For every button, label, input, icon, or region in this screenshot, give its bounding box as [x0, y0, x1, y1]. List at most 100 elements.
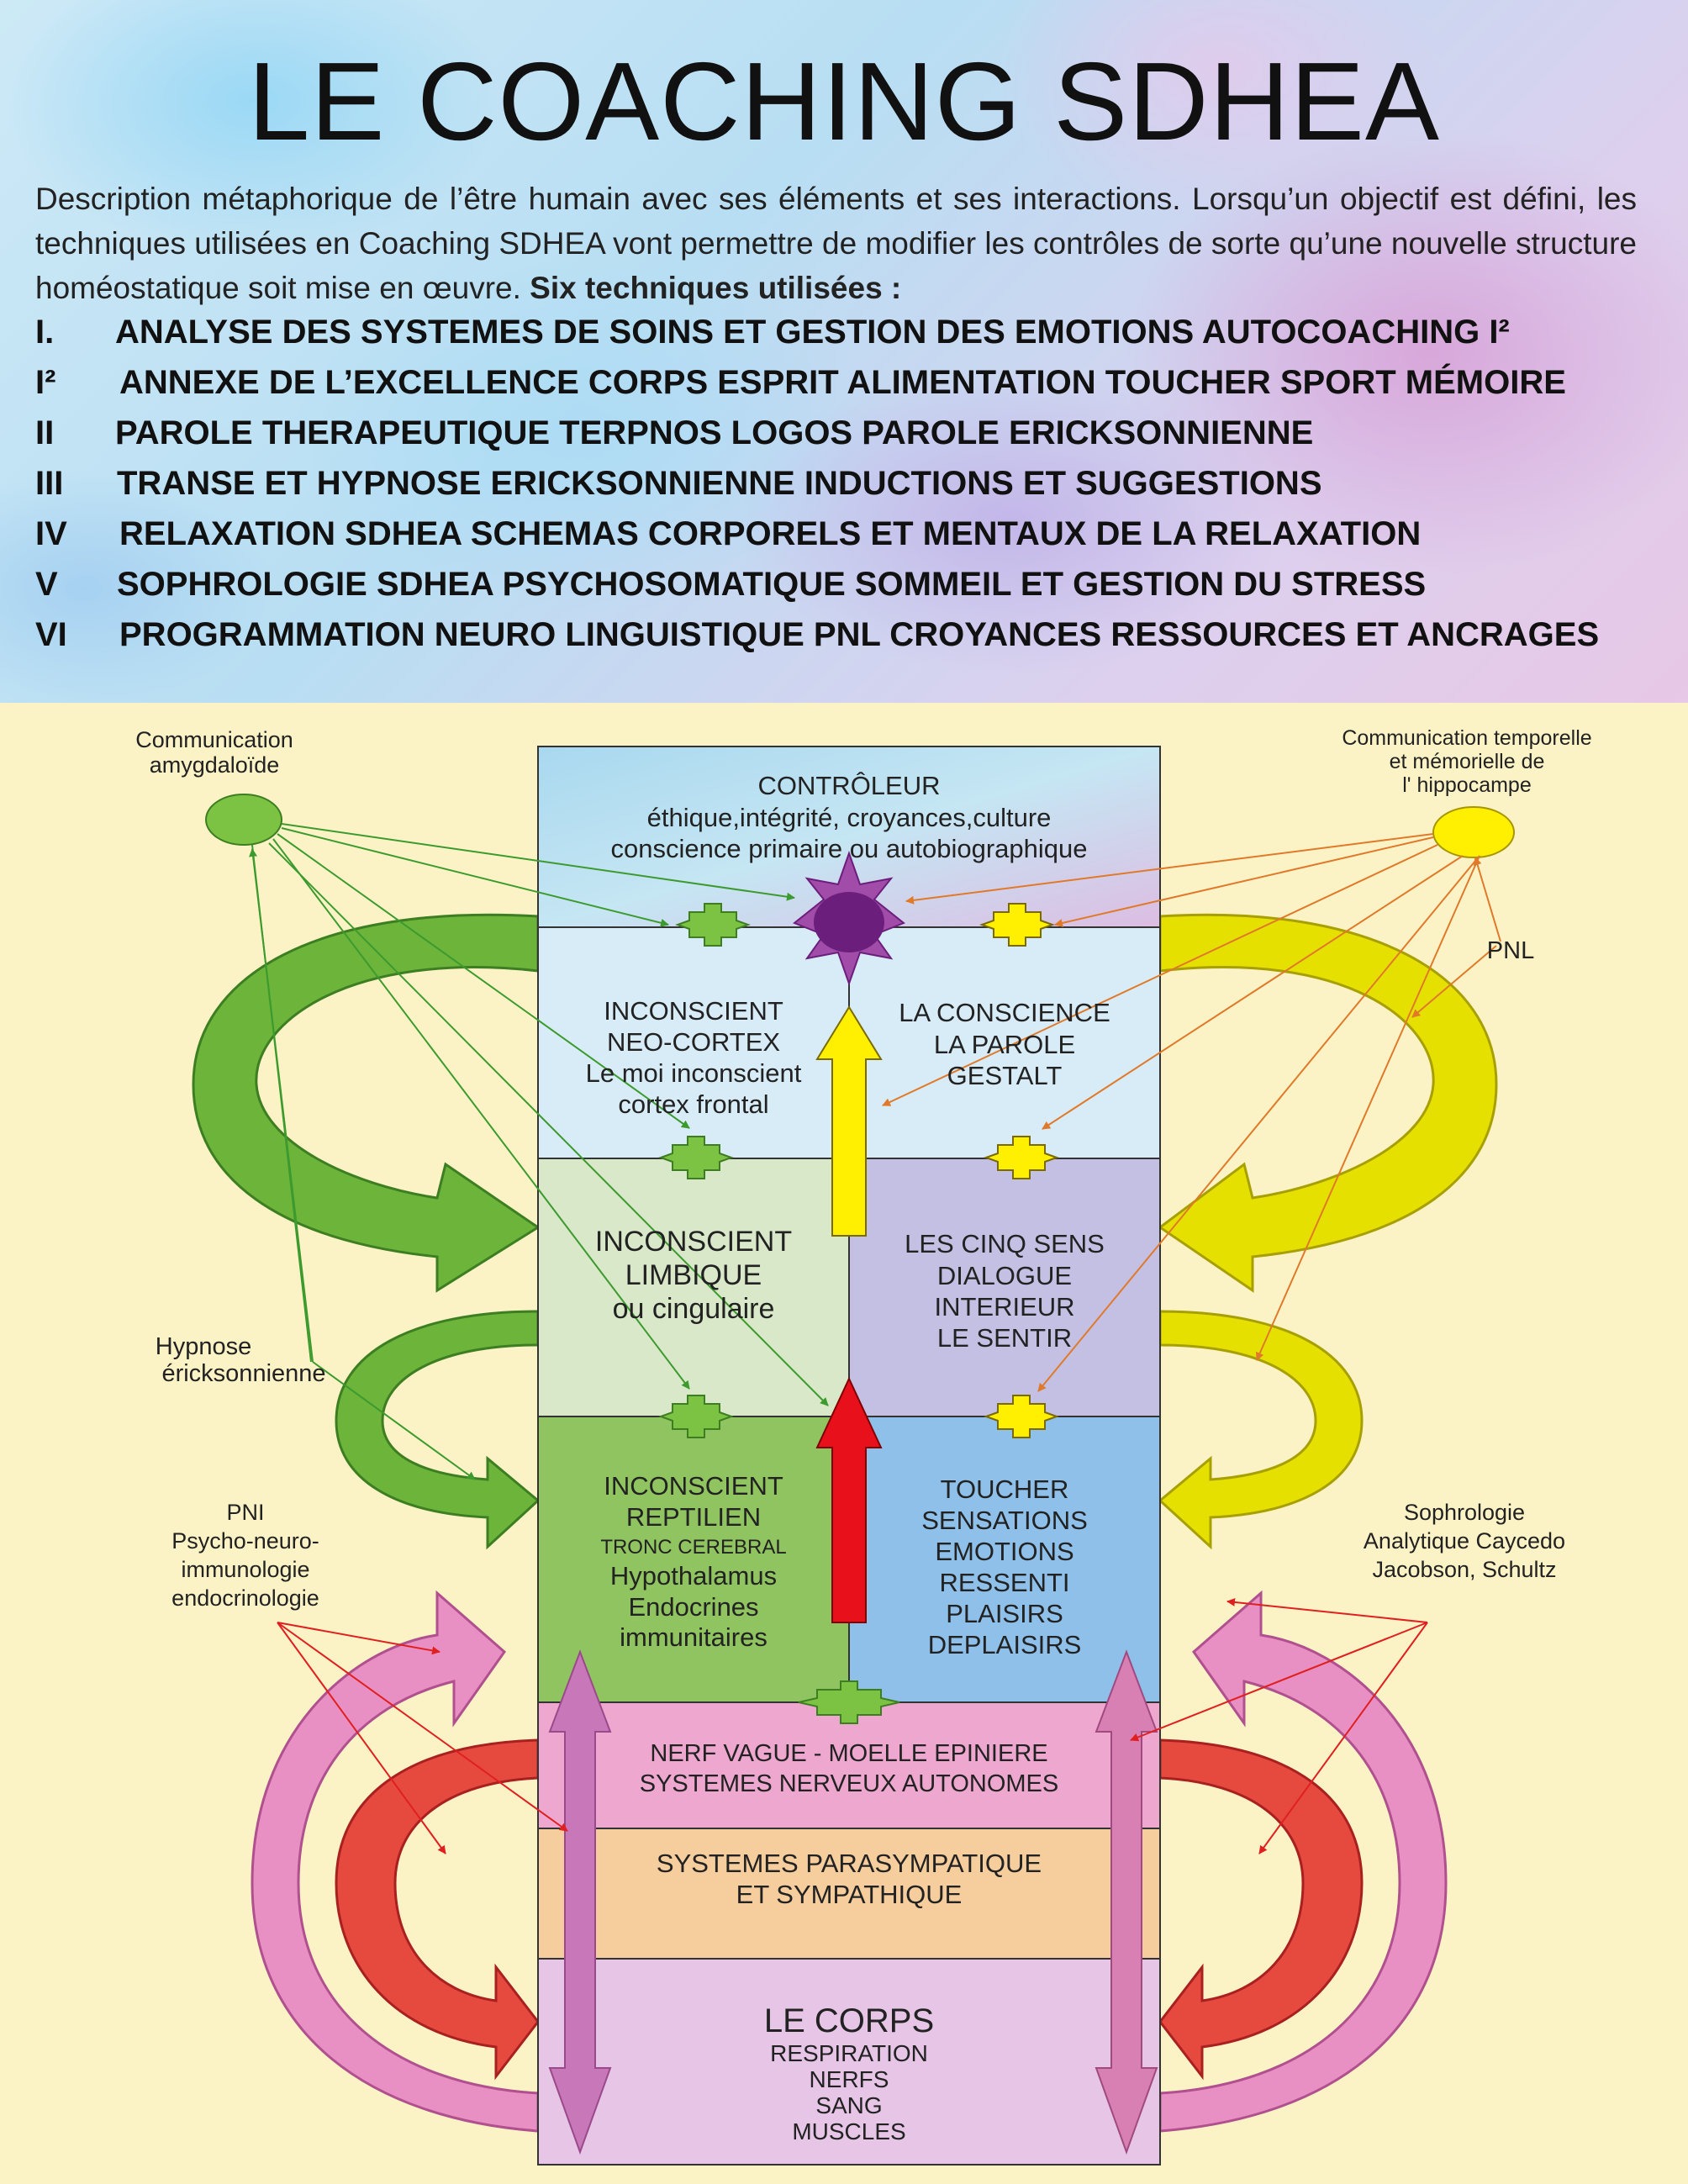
- intro-bold: Six techniques utilisées :: [530, 271, 902, 305]
- reptilien-text: INCONSCIENT REPTILIEN TRONC CEREBRAL Hyp…: [600, 1471, 786, 1652]
- yellow-curved-arrow: [1158, 913, 1498, 1293]
- conscience-text: LA CONSCIENCE LA PAROLE GESTALT: [899, 998, 1110, 1090]
- yellow-cross-connector: [984, 1395, 1059, 1438]
- pni-label: endocrinologie: [171, 1585, 319, 1611]
- hippocampe-label: Communication temporelle: [1342, 726, 1591, 750]
- red-up-arrow: [815, 1376, 883, 1623]
- sophrologie-label: Sophrologie: [1404, 1500, 1525, 1525]
- left-labels: Communication amygdaloïde Hypnose éricks…: [135, 727, 325, 1611]
- red-curved-arrow: [335, 1738, 540, 2081]
- technique-label: ANNEXE DE L’EXCELLENCE CORPS ESPRIT ALIM…: [119, 364, 1566, 401]
- technique-label: PROGRAMMATION NEURO LINGUISTIQUE PNL CRO…: [119, 616, 1600, 653]
- green-curved-arrow: [192, 913, 541, 1293]
- technique-label: TRANSE ET HYPNOSE ERICKSONNIENNE INDUCTI…: [117, 465, 1322, 502]
- reptilien-box: [537, 1416, 850, 1703]
- sdhea-diagram: Communication amygdaloïde Hypnose éricks…: [135, 726, 1592, 2166]
- purple-double-arrow-left: [548, 1649, 612, 2155]
- box-line: Hypothalamus: [610, 1561, 777, 1591]
- box-line: DIALOGUE: [937, 1261, 1072, 1290]
- technique-number: V: [35, 566, 58, 603]
- corps-text: LE CORPS RESPIRATION NERFS SANG MUSCLES: [764, 2002, 934, 2144]
- box-line: ET SYMPATHIQUE: [736, 1880, 963, 1909]
- parasympathique-box: [537, 1828, 1161, 1960]
- box-line: conscience primaire ou autobiographique: [611, 834, 1088, 863]
- nerf-vague-text: NERF VAGUE - MOELLE EPINIERE SYSTEMES NE…: [640, 1740, 1059, 1797]
- sophrologie-label: Jacobson, Schultz: [1372, 1557, 1556, 1582]
- green-curved-arrow: [335, 1310, 541, 1550]
- green-cross-connector: [675, 903, 751, 947]
- box-line: LIMBIQUE: [625, 1259, 762, 1291]
- box-line: PLAISIRS: [946, 1599, 1063, 1628]
- green-connection-lines: [249, 823, 829, 1480]
- box-line: LA PAROLE: [934, 1030, 1075, 1059]
- pnl-label: PNL: [1487, 937, 1534, 964]
- box-line: LES CINQ SENS: [905, 1229, 1105, 1258]
- box-line: éthique,intégrité, croyances,culture: [647, 803, 1052, 832]
- green-cross-connector: [658, 1136, 734, 1179]
- box-line: MUSCLES: [792, 2118, 905, 2144]
- box-line: cortex frontal: [618, 1089, 768, 1119]
- page-title: LE COACHING SDHEA: [248, 40, 1440, 163]
- technique-label: RELAXATION SDHEA SCHEMAS CORPORELS ET ME…: [119, 515, 1422, 552]
- controleur-text: CONTRÔLEUR éthique,intégrité, croyances,…: [611, 771, 1088, 863]
- box-line: CONTRÔLEUR: [757, 771, 940, 800]
- amygdala-label: Communication: [135, 727, 293, 752]
- technique-number: VI: [35, 616, 67, 653]
- parasympathique-text: SYSTEMES PARASYMPATIQUE ET SYMPATHIQUE: [657, 1849, 1042, 1909]
- box-line: NERF VAGUE - MOELLE EPINIERE: [650, 1740, 1047, 1767]
- technique-label: SOPHROLOGIE SDHEA PSYCHOSOMATIQUE SOMMEI…: [117, 566, 1427, 603]
- intro-paragraph: Description métaphorique de l’être humai…: [35, 177, 1637, 310]
- box-line: REPTILIEN: [626, 1502, 761, 1532]
- corps-box: [537, 1958, 1161, 2166]
- box-line: INCONSCIENT: [604, 996, 783, 1026]
- yellow-curved-arrow: [1158, 1310, 1364, 1550]
- box-line: Endocrines: [628, 1592, 758, 1622]
- central-column: [537, 746, 1161, 2166]
- orange-connection-lines: [882, 833, 1501, 1392]
- green-cross-connector: [658, 1395, 734, 1438]
- technique-number: I.: [35, 314, 55, 351]
- amygdala-node: [205, 794, 282, 846]
- technique-number: I²: [35, 364, 56, 401]
- sophrologie-label: Analytique Caycedo: [1364, 1528, 1565, 1554]
- box-line: RESSENTI: [939, 1568, 1069, 1597]
- hippocampe-node: [1432, 806, 1515, 858]
- box-line: RESPIRATION: [770, 2040, 928, 2066]
- box-line: NERFS: [810, 2066, 889, 2092]
- pni-label: immunologie: [181, 1557, 309, 1582]
- technique-label: PAROLE THERAPEUTIQUE TERPNOS LOGOS PAROL…: [115, 414, 1314, 451]
- green-cross-connector: [798, 1680, 900, 1724]
- technique-number: II: [35, 414, 55, 451]
- intro-text: Description métaphorique de l’être humai…: [35, 182, 1637, 305]
- pink-double-arrow-right: [1095, 1649, 1158, 2155]
- controleur-sun: [793, 850, 905, 987]
- limbique-text: INCONSCIENT LIMBIQUE ou cingulaire: [595, 1226, 792, 1325]
- conscience-box: [848, 926, 1161, 1159]
- box-line: SYSTEMES NERVEUX AUTONOMES: [640, 1770, 1059, 1797]
- hippocampe-label: et mémorielle de: [1390, 750, 1545, 773]
- box-line: INCONSCIENT: [595, 1226, 792, 1258]
- red-curved-arrow: [1158, 1738, 1364, 2081]
- cinq-sens-box: [848, 1158, 1161, 1417]
- box-line: SENSATIONS: [921, 1506, 1088, 1535]
- neo-cortex-text: INCONSCIENT NEO-CORTEX Le moi inconscien…: [586, 996, 802, 1119]
- red-connection-lines: [277, 1597, 1428, 1854]
- box-line: LA CONSCIENCE: [899, 998, 1110, 1027]
- right-labels: Communication temporelle et mémorielle d…: [1342, 726, 1591, 1582]
- yellow-cross-connector: [979, 903, 1055, 947]
- box-line: ou cingulaire: [613, 1293, 775, 1325]
- amygdala-label: amygdaloïde: [150, 752, 280, 778]
- yellow-up-arrow: [815, 1005, 883, 1237]
- box-line: INTERIEUR: [934, 1292, 1074, 1321]
- yellow-cross-connector: [984, 1136, 1059, 1179]
- box-line: TOUCHER: [941, 1474, 1069, 1504]
- hypnose-label: éricksonnienne: [161, 1360, 325, 1387]
- toucher-box: [848, 1416, 1161, 1703]
- header-banner: LE COACHING SDHEA Description métaphoriq…: [0, 0, 1688, 703]
- box-line: TRONC CEREBRAL: [600, 1536, 786, 1559]
- pink-curved-arrow: [251, 1590, 540, 2133]
- pni-label: Psycho-neuro-: [171, 1528, 319, 1554]
- box-line: NEO-CORTEX: [607, 1027, 780, 1057]
- box-line: SANG: [815, 2092, 882, 2118]
- box-line: EMOTIONS: [935, 1537, 1073, 1566]
